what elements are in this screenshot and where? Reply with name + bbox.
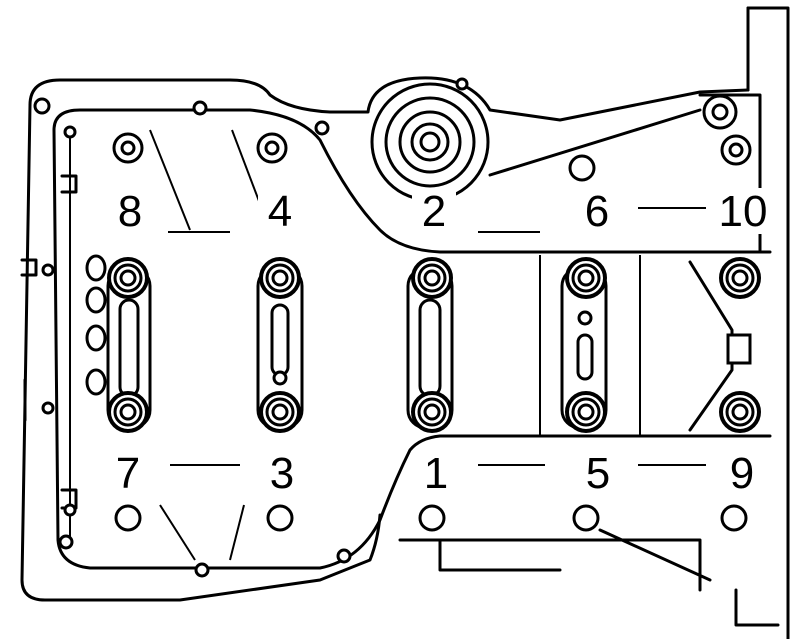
main-bearing-bolt (259, 391, 301, 433)
main-bolts (107, 257, 761, 433)
main-bearing-bolt (411, 257, 453, 299)
crankshaft-pulley (370, 82, 490, 202)
leader-lines (168, 207, 706, 466)
bolt-label-9: 9 (730, 449, 754, 498)
bolt-label-4: 4 (268, 187, 292, 236)
main-bearing-bolt (259, 257, 301, 299)
bolt-sequence-labels: 8 4 2 6 10 7 3 1 5 9 (106, 187, 780, 498)
bolt-label-2: 2 (422, 187, 446, 236)
bolt-label-5: 5 (586, 449, 610, 498)
lower-housing (398, 528, 712, 592)
bolt-label-8: 8 (118, 187, 142, 236)
main-bearing-bolt (565, 391, 607, 433)
bolt-label-7: 7 (116, 449, 140, 498)
main-bearing-bolt (107, 257, 149, 299)
main-bearing-bolt (565, 257, 607, 299)
main-bearing-bolt (411, 391, 453, 433)
main-bearing-bolt (719, 257, 761, 299)
bolt-label-3: 3 (270, 449, 294, 498)
main-bearing-bolt (719, 391, 761, 433)
upper-small-bolts (112, 129, 752, 561)
right-bracket (734, 6, 790, 639)
bolt-label-6: 6 (585, 187, 609, 236)
gasket-holes (33, 77, 469, 578)
bolt-label-1: 1 (424, 449, 448, 498)
main-bearing-bolt (107, 391, 149, 433)
bolt-label-10: 10 (719, 187, 768, 236)
